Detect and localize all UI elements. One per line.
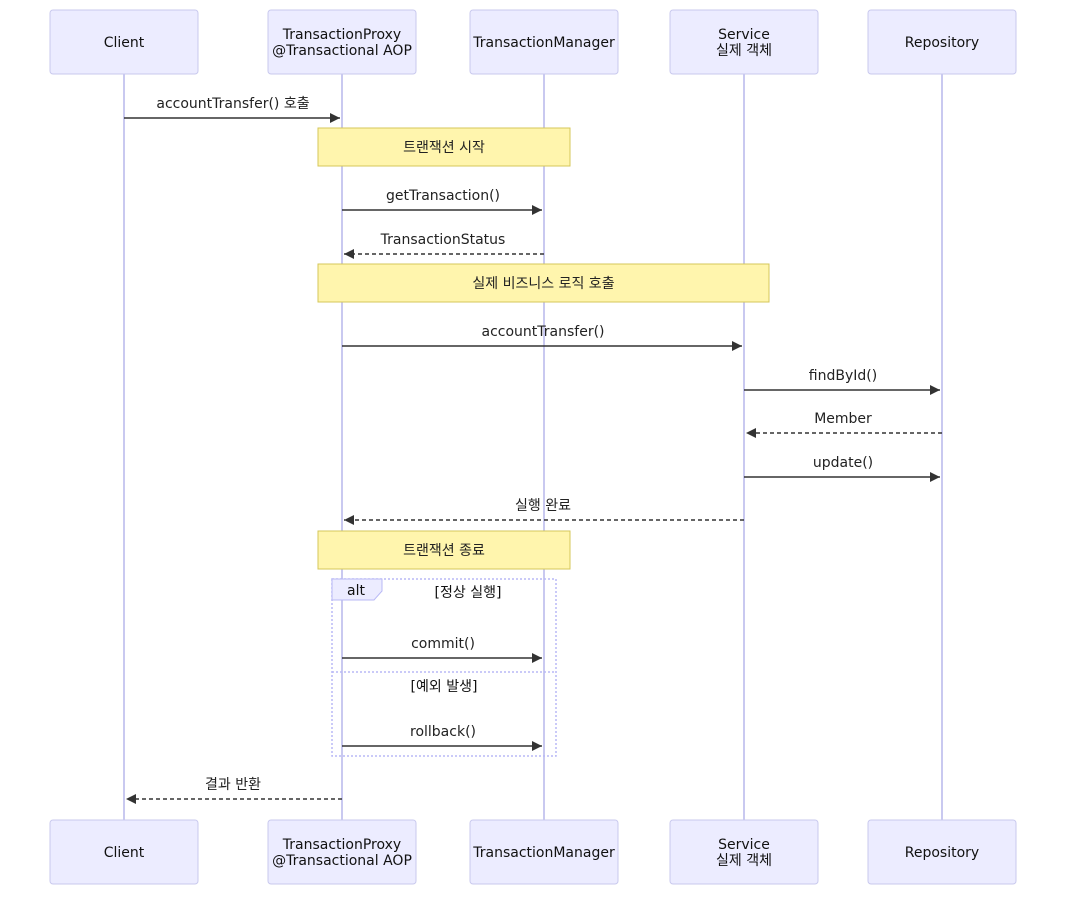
alt-condition: [예외 발생] <box>411 679 478 695</box>
alt-label-tab <box>331 578 383 601</box>
participant-box <box>669 819 819 885</box>
alt-label: alt <box>347 583 365 599</box>
note-text: 트랜잭션 시작 <box>403 140 485 156</box>
message-label: Member <box>814 411 872 427</box>
participant-label: TransactionManager <box>472 35 615 51</box>
message-label: getTransaction() <box>386 188 500 204</box>
participant-box <box>267 9 417 75</box>
note-box <box>317 127 571 167</box>
participant-label: Repository <box>905 35 979 51</box>
alt-border <box>331 578 557 757</box>
participant-client-bottom: Client <box>49 819 199 885</box>
message-label: 실행 완료 <box>515 498 571 514</box>
message-label: accountTransfer() <box>482 324 605 340</box>
note-n1: 트랜잭션 시작 <box>317 127 571 167</box>
participant-box <box>469 819 619 885</box>
participant-label: TransactionProxy <box>282 27 401 43</box>
message-label: commit() <box>411 636 475 652</box>
participant-label: 실제 객체 <box>716 853 772 869</box>
note-n2: 실제 비즈니스 로직 호출 <box>317 263 770 303</box>
participant-label: Client <box>104 35 145 51</box>
participant-box <box>267 819 417 885</box>
participant-tm-top: TransactionManager <box>469 9 619 75</box>
message-m9: commit() <box>342 636 542 663</box>
message-m1: accountTransfer() 호출 <box>124 96 340 123</box>
note-box <box>317 263 770 303</box>
note-text: 트랜잭션 종료 <box>403 543 485 559</box>
alt-condition: [정상 실행] <box>435 585 502 601</box>
message-m10: rollback() <box>342 724 542 751</box>
message-m7: update() <box>744 455 940 482</box>
participant-box <box>469 9 619 75</box>
participant-box <box>669 9 819 75</box>
participant-label: TransactionManager <box>472 845 615 861</box>
message-m2: getTransaction() <box>342 188 542 215</box>
message-m3: TransactionStatus <box>344 232 544 259</box>
message-m4: accountTransfer() <box>342 324 742 351</box>
participant-proxy-bottom: TransactionProxy@Transactional AOP <box>267 819 417 885</box>
note-n3: 트랜잭션 종료 <box>317 530 571 570</box>
participant-label: Service <box>718 27 770 43</box>
alt-frame: alt [정상 실행] [예외 발생] <box>331 578 557 757</box>
note-box <box>317 530 571 570</box>
message-label: update() <box>813 455 873 471</box>
message-label: accountTransfer() 호출 <box>156 96 309 112</box>
message-label: TransactionStatus <box>380 232 506 248</box>
note-text: 실제 비즈니스 로직 호출 <box>472 276 614 292</box>
participant-repo-top: Repository <box>867 9 1017 75</box>
participant-label: 실제 객체 <box>716 43 772 59</box>
participant-label: TransactionProxy <box>282 837 401 853</box>
message-m11: 결과 반환 <box>126 777 342 804</box>
message-label: rollback() <box>410 724 476 740</box>
participant-box <box>867 9 1017 75</box>
participant-box <box>49 9 199 75</box>
participant-box <box>49 819 199 885</box>
participant-label: Client <box>104 845 145 861</box>
message-m6: Member <box>746 411 942 438</box>
participant-proxy-top: TransactionProxy@Transactional AOP <box>267 9 417 75</box>
message-label: findById() <box>809 368 877 384</box>
participant-client-top: Client <box>49 9 199 75</box>
participant-label: @Transactional AOP <box>272 853 412 869</box>
participant-label: Repository <box>905 845 979 861</box>
participant-repo-bottom: Repository <box>867 819 1017 885</box>
message-m5: findById() <box>744 368 940 395</box>
participant-label: Service <box>718 837 770 853</box>
participant-box <box>867 819 1017 885</box>
participant-tm-bottom: TransactionManager <box>469 819 619 885</box>
message-m8: 실행 완료 <box>344 498 744 525</box>
participant-label: @Transactional AOP <box>272 43 412 59</box>
message-label: 결과 반환 <box>205 777 261 793</box>
